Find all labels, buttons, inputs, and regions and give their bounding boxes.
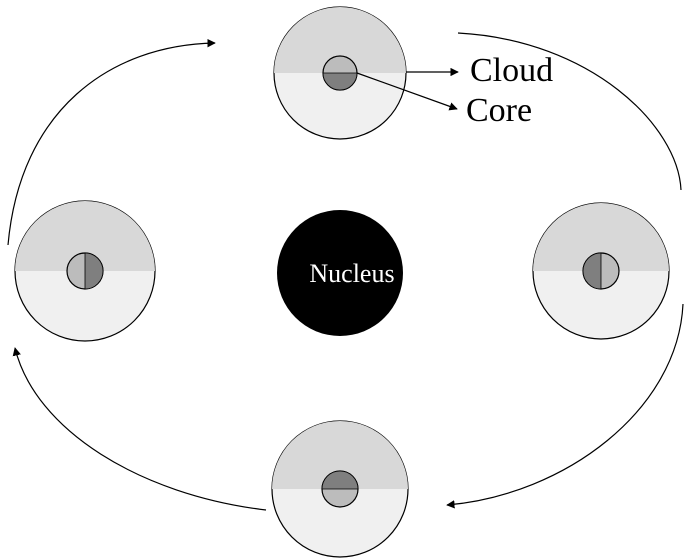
cloud-callout-label: Cloud xyxy=(470,52,553,89)
core-callout-line xyxy=(356,72,458,111)
orbit-arrow-bottom-to-left xyxy=(12,347,267,511)
core-left-dark-half xyxy=(84,252,104,290)
orbit-arrow-right-to-bottom xyxy=(446,303,684,509)
nucleus-label: Nucleus xyxy=(309,259,394,288)
core-bottom-dark-half xyxy=(321,470,359,490)
nucleus: Nucleus xyxy=(277,210,403,336)
core-right-dark-half xyxy=(582,252,602,290)
cloud-top-dark-half xyxy=(274,7,406,73)
atom-bottom xyxy=(271,420,409,558)
atom-right xyxy=(532,202,670,340)
orbit-arrow-left-to-top xyxy=(7,38,216,246)
cloud-left-dark-half xyxy=(15,201,155,271)
cloud-bottom-dark-half xyxy=(272,421,408,489)
core-top-dark-half xyxy=(322,72,358,91)
atom-top xyxy=(273,6,407,140)
core-callout-label: Core xyxy=(466,92,532,129)
nucleus-circle xyxy=(277,210,403,336)
orbit-arrow-top-to-right xyxy=(457,32,682,191)
atom-left xyxy=(14,200,156,342)
cloud-right-dark-half xyxy=(533,203,669,271)
